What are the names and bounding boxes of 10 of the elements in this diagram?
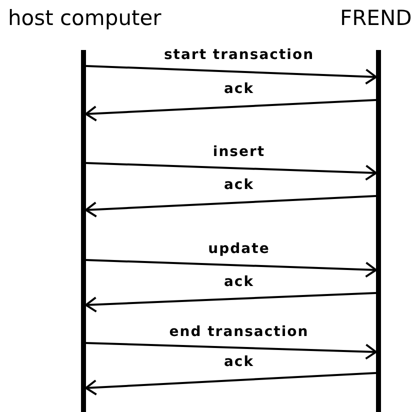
message-arrow	[85, 372, 376, 396]
participant-label: FREND	[340, 6, 412, 30]
message-arrow	[86, 65, 377, 85]
message-arrow	[85, 292, 376, 313]
message-arrow	[85, 195, 376, 218]
participant-label: host computer	[8, 6, 162, 30]
message-arrow	[86, 162, 377, 181]
message-arrow	[85, 99, 376, 122]
message-arrow	[86, 259, 377, 278]
message-arrow	[86, 342, 377, 360]
